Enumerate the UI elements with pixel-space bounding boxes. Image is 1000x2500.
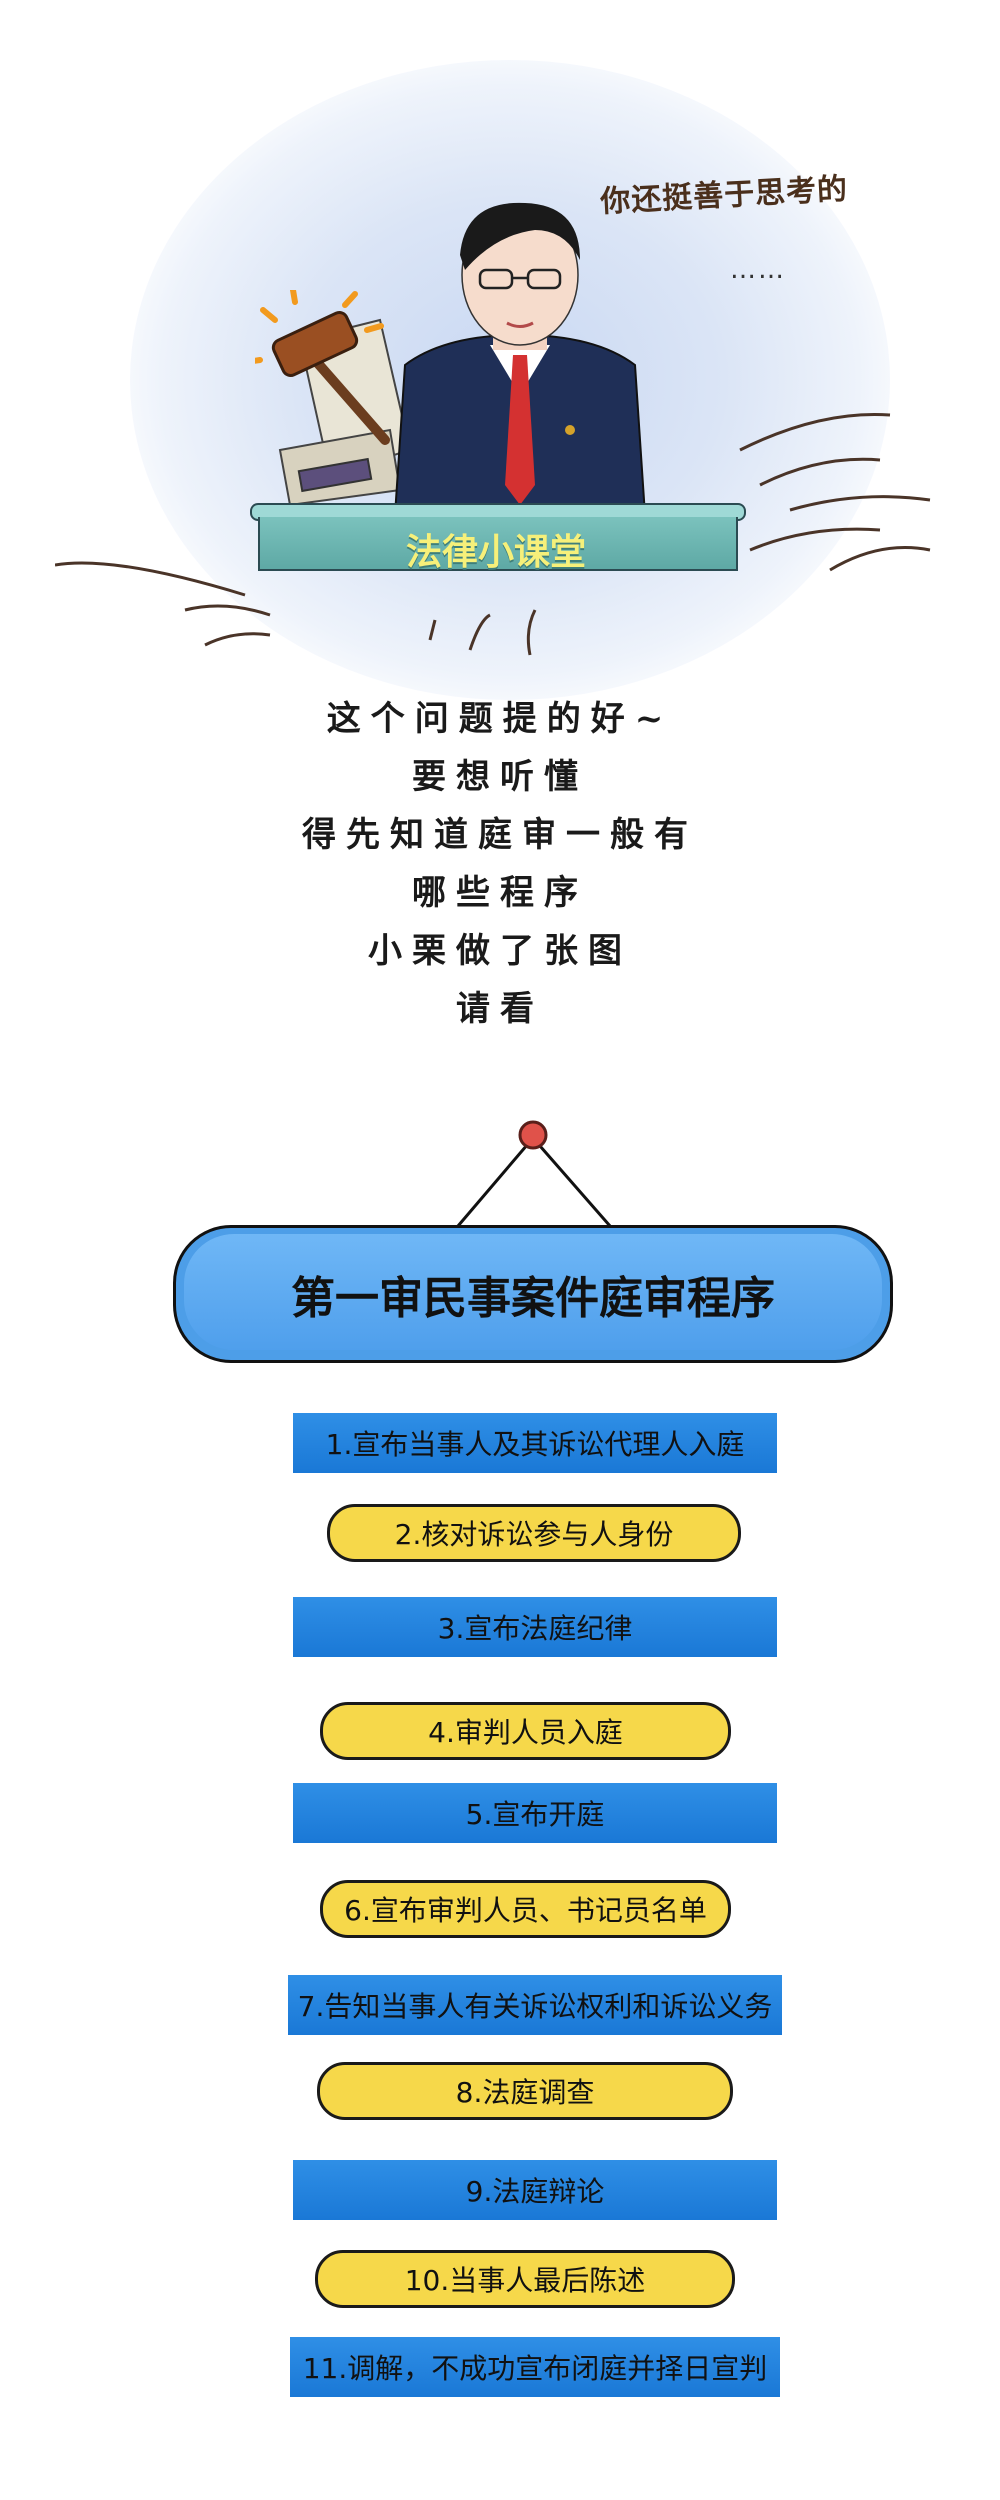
intro-line: 要想听懂 bbox=[412, 757, 588, 797]
flowchart-title: 第一审民事案件庭审程序 bbox=[291, 1273, 775, 1324]
lecture-desk: 法律小课堂 bbox=[250, 503, 746, 573]
desk-front bbox=[258, 517, 738, 571]
step-8: 8.法庭调查 bbox=[317, 2062, 733, 2120]
intro-line: 这个问题提的好~ bbox=[326, 699, 674, 739]
flowchart-title-box: 第一审民事案件庭审程序 bbox=[173, 1225, 893, 1363]
intro-line: 小栗做了张图 bbox=[368, 931, 632, 971]
hanging-pin bbox=[456, 1120, 612, 1227]
step-3: 3.宣布法庭纪律 bbox=[293, 1597, 777, 1657]
pin-icon bbox=[518, 1120, 548, 1150]
step-9: 9.法庭辩论 bbox=[293, 2160, 777, 2220]
gavel-icon bbox=[255, 290, 390, 445]
intro-line: 请看 bbox=[456, 989, 544, 1029]
scribble-bottom bbox=[428, 609, 537, 656]
scribble-left bbox=[55, 561, 271, 647]
step-10: 10.当事人最后陈述 bbox=[315, 2250, 735, 2308]
thought-dots: …… bbox=[730, 255, 786, 285]
lawyer-avatar bbox=[393, 202, 647, 515]
intro-line: 哪些程序 bbox=[412, 873, 588, 913]
step-2: 2.核对诉讼参与人身份 bbox=[327, 1504, 741, 1562]
step-6: 6.宣布审判人员、书记员名单 bbox=[320, 1880, 731, 1938]
step-1: 1.宣布当事人及其诉讼代理人入庭 bbox=[293, 1413, 777, 1473]
step-4: 4.审判人员入庭 bbox=[320, 1702, 731, 1760]
intro-text: 这个问题提的好~ 要想听懂 得先知道庭审一般有 哪些程序 小栗做了张图 请看 bbox=[0, 690, 1000, 1038]
step-7: 7.告知当事人有关诉讼权利和诉讼义务 bbox=[288, 1975, 782, 2035]
desk-label: 法律小课堂 bbox=[405, 532, 586, 573]
step-5: 5.宣布开庭 bbox=[293, 1783, 777, 1843]
step-11: 11.调解，不成功宣布闭庭并择日宣判 bbox=[290, 2337, 780, 2397]
title-inner bbox=[184, 1234, 882, 1350]
hero-illustration: 你还挺善于思考的 …… 法律小课堂 bbox=[0, 0, 1000, 720]
scribble-right bbox=[739, 412, 931, 572]
intro-line: 得先知道庭审一般有 bbox=[302, 815, 698, 855]
